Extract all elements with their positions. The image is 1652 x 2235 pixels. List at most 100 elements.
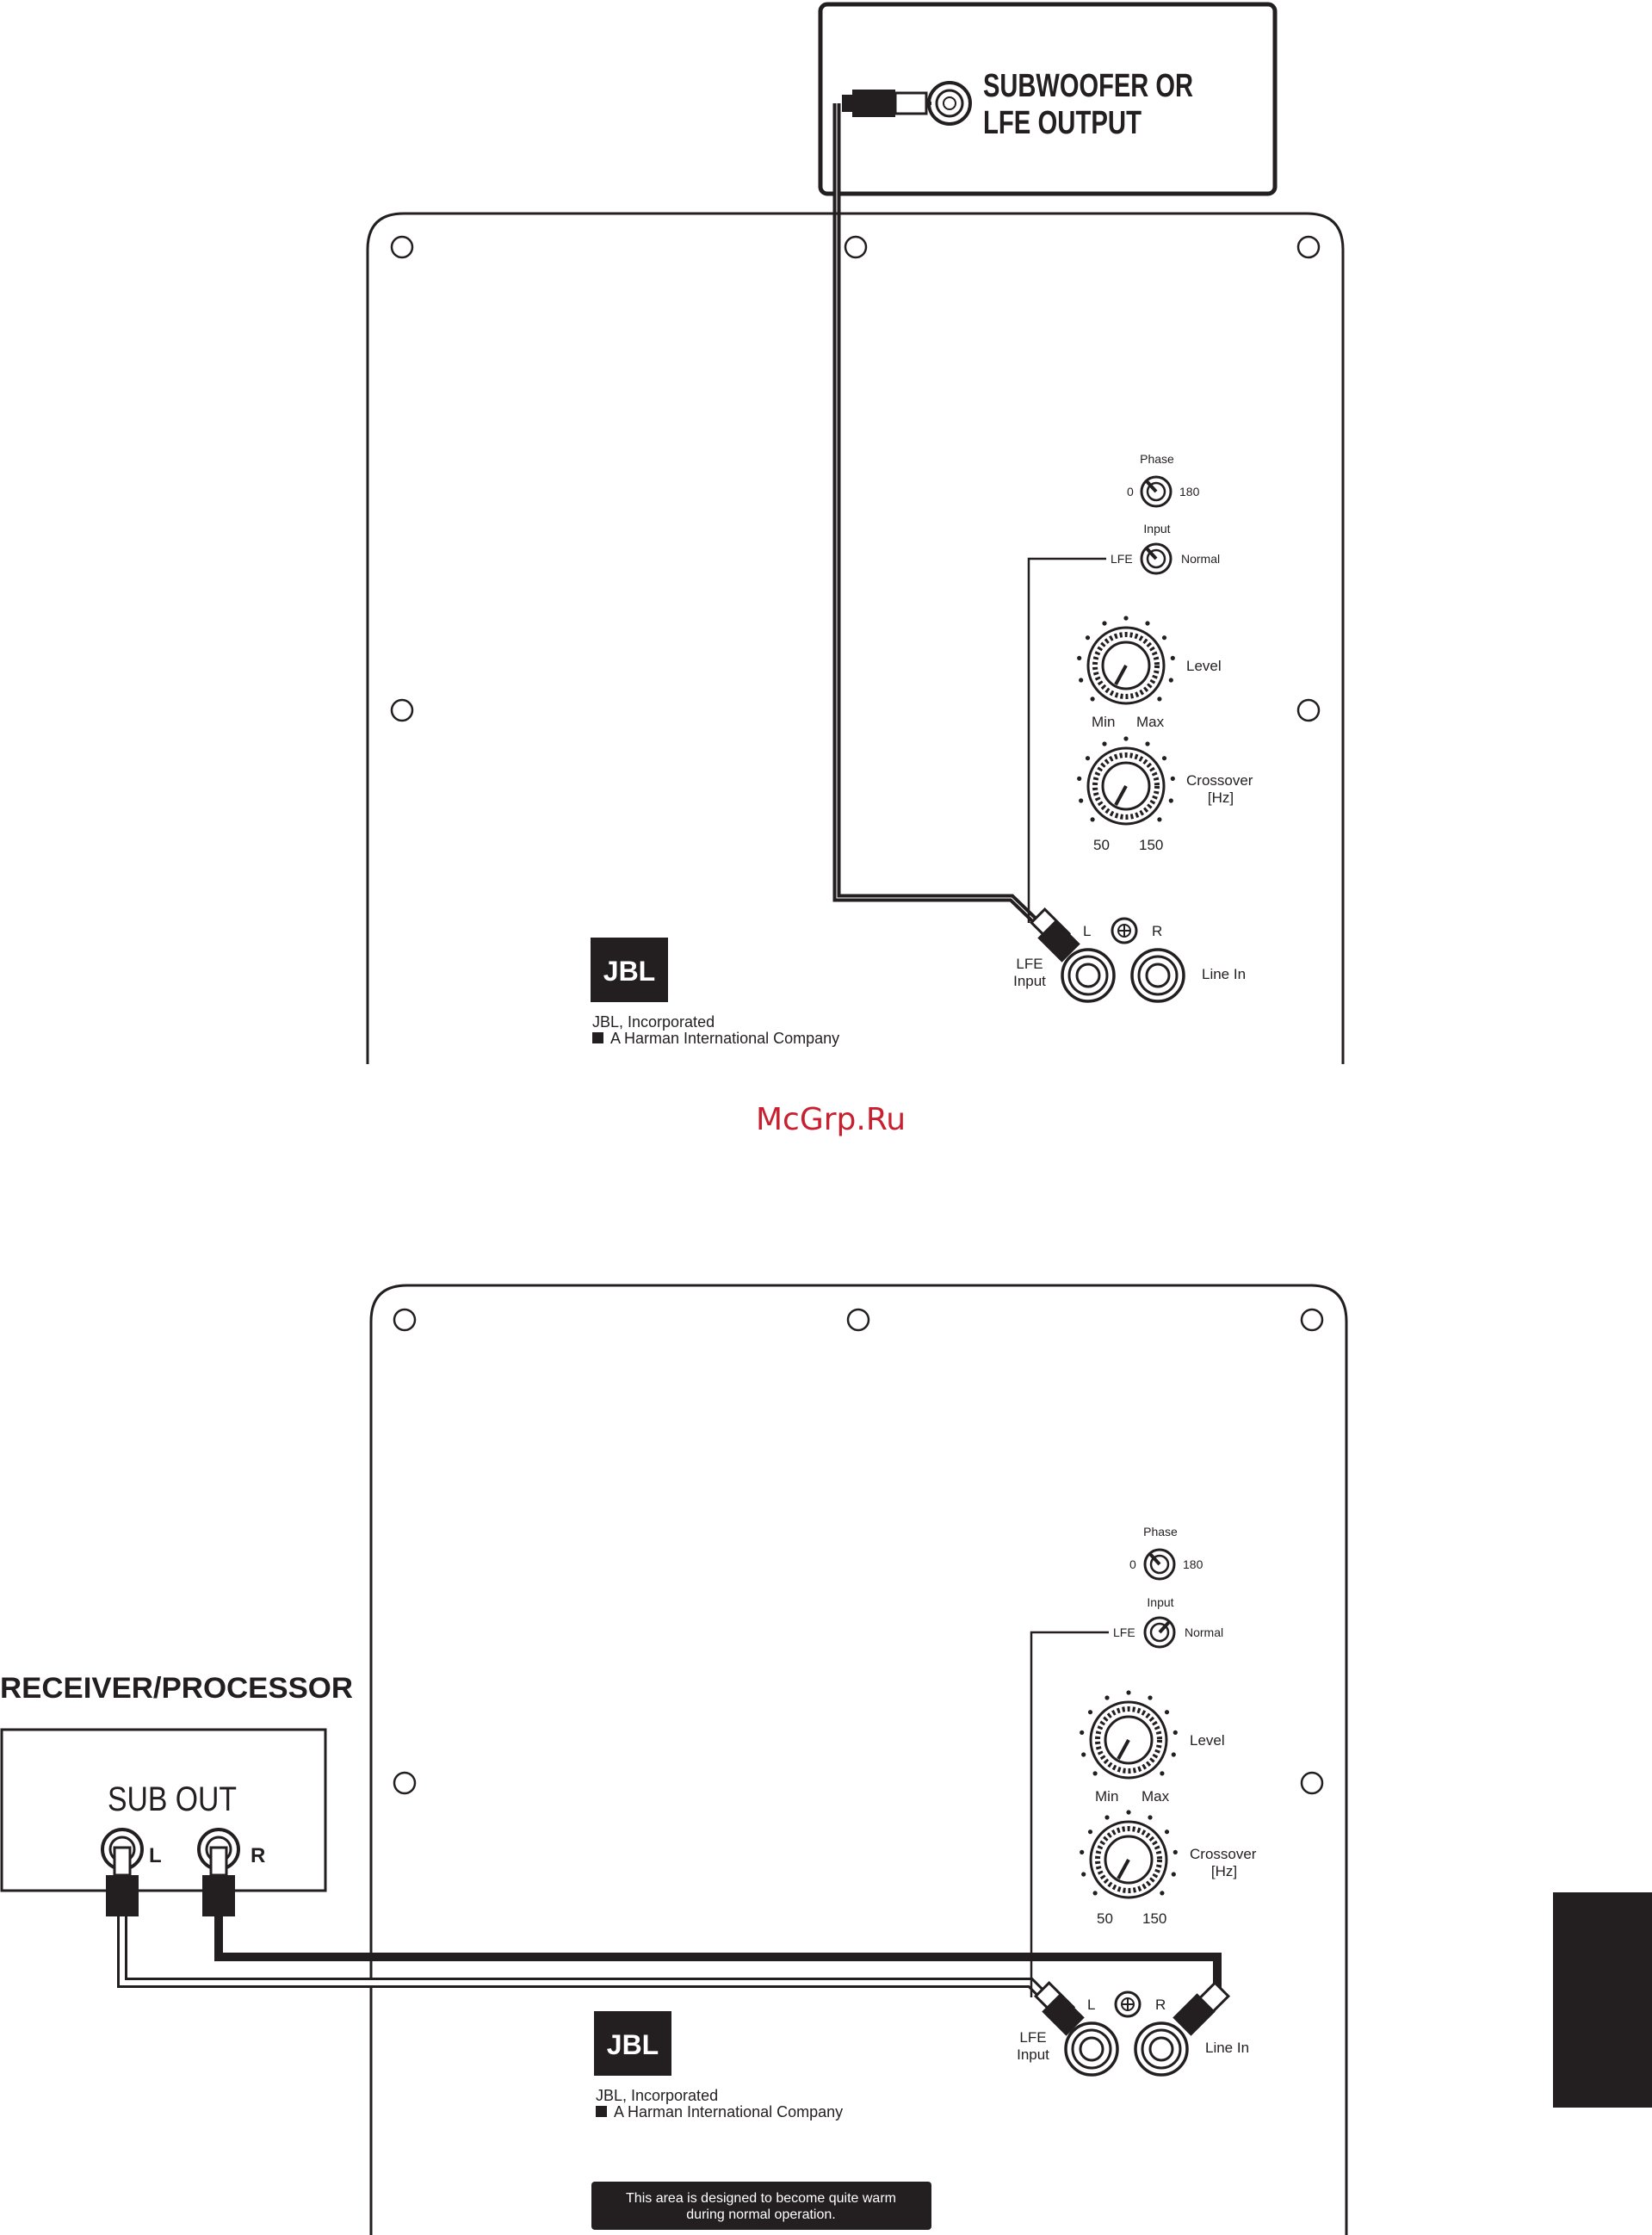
knob-tick-dot bbox=[1080, 1849, 1085, 1854]
subwoofer-panel bbox=[369, 1284, 1348, 2235]
knob-tick-dot bbox=[1102, 741, 1107, 746]
knob-tick-dot bbox=[1087, 1829, 1093, 1835]
knob-tick-dot bbox=[1172, 1730, 1178, 1735]
knob-tick-dot bbox=[1092, 1891, 1098, 1896]
line-in-left-jack[interactable] bbox=[1061, 948, 1116, 1003]
crossover-knob[interactable] bbox=[1080, 1810, 1178, 1899]
knob-tick-dot bbox=[1090, 817, 1095, 822]
phase-180-label: 180 bbox=[1183, 1557, 1203, 1571]
watermark: McGrp.Ru bbox=[756, 1102, 906, 1137]
lfe-input-label-line1: LFE bbox=[1019, 2029, 1046, 2046]
jack-r-label: R bbox=[1155, 1997, 1166, 2013]
level-min-label: Min bbox=[1095, 1788, 1118, 1805]
crossover-max-label: 150 bbox=[1139, 837, 1163, 853]
level-knob[interactable] bbox=[1080, 1690, 1178, 1780]
input-switch[interactable] bbox=[1143, 1616, 1176, 1649]
knob-tick-dot bbox=[1104, 1815, 1110, 1820]
knob-tick-dot bbox=[1085, 635, 1091, 641]
input-normal-label: Normal bbox=[1185, 1625, 1223, 1639]
company-parent: A Harman International Company bbox=[614, 2103, 843, 2120]
knob-tick-dot bbox=[1077, 655, 1082, 661]
input-lfe-label: LFE bbox=[1113, 1625, 1135, 1639]
knob-tick-dot bbox=[1123, 736, 1129, 741]
line-in-label: Line In bbox=[1202, 966, 1246, 982]
sub-out-l-label: L bbox=[149, 1844, 162, 1867]
phase-180-label: 180 bbox=[1179, 485, 1200, 498]
line-in-left-jack[interactable] bbox=[1064, 2021, 1119, 2077]
crossover-knob[interactable] bbox=[1077, 736, 1175, 826]
input-switch[interactable] bbox=[1140, 542, 1172, 575]
warning-line2: during normal operation. bbox=[686, 2207, 835, 2222]
ground-screw bbox=[1111, 917, 1138, 944]
lfe-input-label-line2: Input bbox=[1013, 973, 1046, 989]
input-label: Input bbox=[1143, 522, 1170, 536]
rca-plug-line-in-left bbox=[1033, 1980, 1085, 2036]
company-name: JBL, Incorporated bbox=[592, 1013, 715, 1031]
left-channel-cable bbox=[117, 1916, 1061, 2013]
phase-0-label: 0 bbox=[1127, 485, 1134, 498]
harman-icon bbox=[592, 1032, 603, 1043]
level-knob[interactable] bbox=[1077, 616, 1175, 705]
lfe-cable bbox=[832, 103, 1041, 926]
diagram-line-level-connection: RECEIVER/PROCESSOR SUB OUT L R Phase 0 bbox=[0, 1284, 1348, 2235]
knob-tick-dot bbox=[1081, 1872, 1086, 1877]
crossover-max-label: 150 bbox=[1142, 1910, 1166, 1927]
rca-plug-line-in-left bbox=[1029, 907, 1080, 963]
lfe-input-label-line2: Input bbox=[1017, 2046, 1049, 2063]
knob-tick-dot bbox=[1157, 697, 1162, 702]
knob-tick-dot bbox=[1171, 1752, 1176, 1757]
knob-tick-dot bbox=[1148, 1815, 1153, 1820]
company-parent: A Harman International Company bbox=[610, 1030, 839, 1047]
knob-tick-dot bbox=[1160, 1771, 1165, 1776]
knob-tick-dot bbox=[1170, 655, 1175, 661]
panel-screws bbox=[390, 235, 1321, 722]
crossover-min-label: 50 bbox=[1093, 837, 1110, 853]
jbl-logo-text: JBL bbox=[603, 956, 655, 987]
knob-tick-dot bbox=[1145, 741, 1150, 746]
crossover-label: Crossover bbox=[1186, 772, 1253, 789]
warning-label bbox=[591, 2182, 931, 2230]
crossover-unit-label: [Hz] bbox=[1208, 789, 1234, 806]
knob-tick-dot bbox=[1168, 798, 1173, 803]
knob-tick-dot bbox=[1148, 1695, 1153, 1700]
level-max-label: Max bbox=[1136, 714, 1165, 730]
subwoofer-panel bbox=[366, 212, 1345, 1064]
knob-tick-dot bbox=[1168, 678, 1173, 683]
line-in-right-jack[interactable] bbox=[1130, 948, 1185, 1003]
crossover-min-label: 50 bbox=[1097, 1910, 1113, 1927]
jbl-logo-text: JBL bbox=[607, 2029, 659, 2060]
knob-tick-dot bbox=[1079, 798, 1084, 803]
lfe-indicator-line bbox=[1027, 557, 1106, 923]
knob-tick-dot bbox=[1080, 1730, 1085, 1735]
knob-tick-dot bbox=[1157, 817, 1162, 822]
crossover-label: Crossover bbox=[1190, 1846, 1257, 1862]
knob-tick-dot bbox=[1079, 678, 1084, 683]
level-max-label: Max bbox=[1142, 1788, 1170, 1805]
input-lfe-label: LFE bbox=[1111, 552, 1133, 566]
line-in-right-jack[interactable] bbox=[1134, 2021, 1189, 2077]
phase-switch[interactable] bbox=[1140, 475, 1172, 508]
sub-out-label: SUB OUT bbox=[108, 1780, 237, 1818]
input-label: Input bbox=[1147, 1595, 1173, 1609]
lfe-indicator-line bbox=[1030, 1631, 1109, 1997]
lfe-input-label-line1: LFE bbox=[1016, 956, 1043, 972]
knob-tick-dot bbox=[1171, 1872, 1176, 1877]
company-name: JBL, Incorporated bbox=[596, 2087, 718, 2104]
harman-icon bbox=[596, 2106, 607, 2117]
ground-screw bbox=[1114, 1990, 1142, 2018]
diagram-lfe-connection: SUBWOOFER OR LFE OUTPUT Phase 0 180 bbox=[366, 2, 1345, 1064]
knob-tick-dot bbox=[1081, 1752, 1086, 1757]
knob-tick-dot bbox=[1126, 1810, 1131, 1815]
knob-tick-dot bbox=[1164, 1829, 1170, 1835]
knob-tick-dot bbox=[1161, 635, 1167, 641]
source-box-title-line1: SUBWOOFER OR bbox=[983, 68, 1193, 104]
knob-tick-dot bbox=[1090, 697, 1095, 702]
subwoofer-output-jack bbox=[927, 81, 972, 126]
phase-switch[interactable] bbox=[1143, 1548, 1176, 1581]
knob-tick-dot bbox=[1123, 616, 1129, 621]
phase-0-label: 0 bbox=[1129, 1557, 1136, 1571]
knob-tick-dot bbox=[1172, 1849, 1178, 1854]
receiver-title: RECEIVER/PROCESSOR bbox=[0, 1672, 353, 1705]
panel-screws bbox=[393, 1308, 1324, 1795]
